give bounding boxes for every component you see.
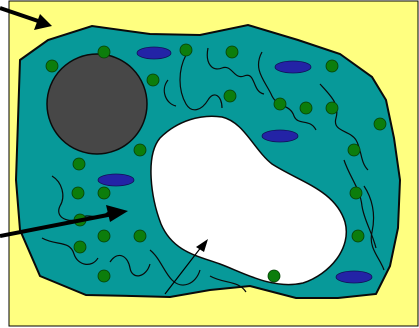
chloroplast — [268, 270, 280, 282]
chloroplast — [98, 270, 110, 282]
chloroplast — [352, 230, 364, 242]
chloroplast — [226, 46, 238, 58]
chloroplast — [326, 102, 338, 114]
chloroplast — [134, 230, 146, 242]
mitochondrion — [137, 47, 171, 59]
nucleus — [47, 54, 147, 154]
chloroplast — [73, 158, 85, 170]
chloroplast — [98, 230, 110, 242]
mitochondrion — [275, 61, 311, 73]
mitochondrion — [98, 174, 134, 186]
chloroplast — [224, 90, 236, 102]
chloroplast — [134, 144, 146, 156]
mitochondrion — [262, 130, 298, 142]
chloroplast — [98, 46, 110, 58]
chloroplast — [74, 241, 86, 253]
mitochondrion — [336, 271, 372, 283]
chloroplast — [374, 118, 386, 130]
chloroplast — [46, 60, 58, 72]
chloroplast — [350, 187, 362, 199]
chloroplast — [274, 98, 286, 110]
chloroplast — [72, 187, 84, 199]
chloroplast — [348, 144, 360, 156]
chloroplast — [98, 187, 110, 199]
chloroplast — [326, 60, 338, 72]
chloroplast — [300, 102, 312, 114]
chloroplast — [147, 74, 159, 86]
chloroplast — [180, 44, 192, 56]
